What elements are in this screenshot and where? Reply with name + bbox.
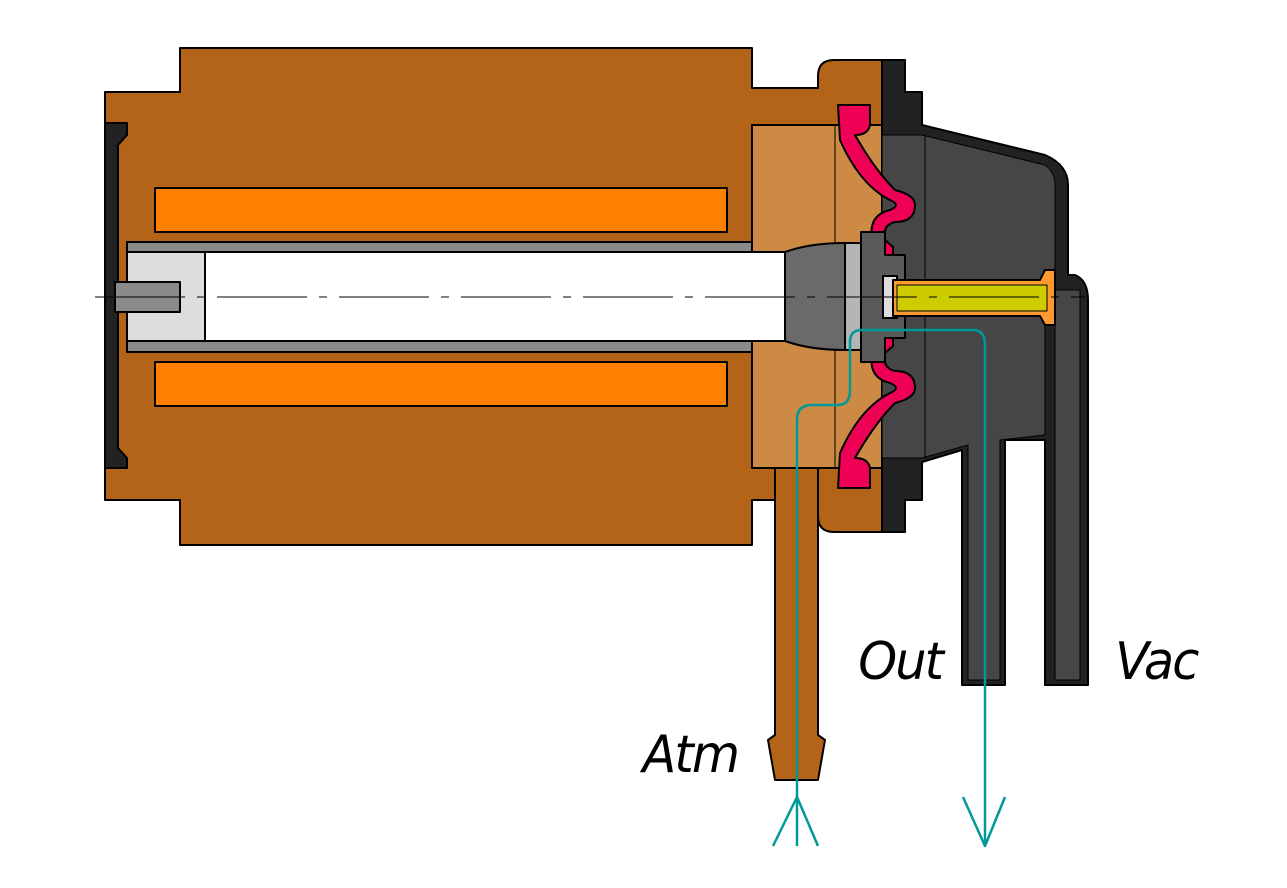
vac-label: Vac bbox=[1115, 632, 1199, 692]
flow-path bbox=[795, 328, 987, 846]
out-label: Out bbox=[858, 632, 944, 692]
coil-winding-bottom bbox=[154, 361, 728, 407]
out-outlet-arrow-icon bbox=[961, 796, 1007, 848]
atm-label: Atm bbox=[642, 725, 740, 785]
diaphragm-bottom bbox=[837, 337, 916, 489]
diaphragm-top bbox=[837, 104, 916, 256]
atm-inlet-arrow-icon bbox=[771, 795, 820, 847]
coil-winding-top bbox=[154, 187, 728, 233]
